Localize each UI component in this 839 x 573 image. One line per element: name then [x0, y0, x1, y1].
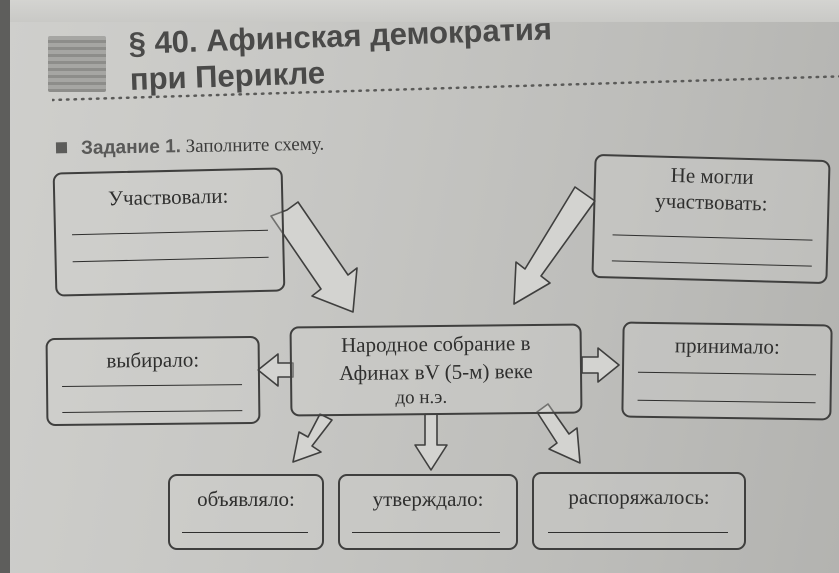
managed-label: распоряжалось:: [568, 485, 710, 509]
could-not-box: Не могли участвовать:: [591, 153, 831, 285]
section-icon: [48, 36, 106, 92]
center-box: Народное собрание в Афинах вV (5-м) веке…: [289, 323, 583, 417]
answer-line[interactable]: [637, 399, 816, 404]
adopted-box: принимало:: [621, 321, 833, 421]
scheme-arrows: [257, 186, 620, 471]
answer-line[interactable]: [548, 532, 728, 533]
arrow-participated: [270, 201, 358, 313]
participated-box: Участвовали:: [52, 167, 286, 297]
answer-line[interactable]: [612, 234, 813, 241]
answer-line[interactable]: [611, 260, 812, 267]
answer-line[interactable]: [182, 532, 308, 533]
managed-box: распоряжалось:: [532, 472, 746, 550]
adopted-label: принимало:: [674, 333, 780, 359]
center-line2: Афинах вV (5-м) веке: [339, 358, 533, 386]
participated-label: Участвовали:: [107, 183, 229, 211]
arrow-declared: [292, 413, 333, 463]
elected-label: выбирало:: [106, 347, 200, 373]
center-line3: до н.э.: [395, 386, 448, 409]
approved-label: утверждало:: [372, 487, 484, 511]
answer-line[interactable]: [62, 384, 243, 387]
page-top-edge: [10, 0, 839, 22]
answer-line[interactable]: [352, 532, 500, 533]
arrow-could-not: [513, 186, 596, 305]
center-line1: Народное собрание в: [340, 331, 531, 357]
could-not-label-line2: участвовать:: [655, 188, 768, 216]
arrow-managed: [536, 403, 581, 464]
dotted-divider: [52, 75, 839, 102]
elected-box: выбирало:: [45, 335, 261, 427]
declared-box: объявляло:: [168, 474, 324, 550]
arrow-adopted: [581, 347, 620, 383]
arrow-elected: [257, 353, 294, 387]
answer-line[interactable]: [72, 229, 268, 236]
textbook-page: § 40. Афинская демократия при Перикле За…: [10, 0, 839, 573]
declared-label: объявляло:: [197, 487, 295, 511]
answer-line[interactable]: [72, 256, 269, 263]
answer-line[interactable]: [637, 371, 816, 376]
approved-box: утверждало:: [338, 474, 518, 550]
arrow-approved: [414, 413, 448, 471]
answer-line[interactable]: [62, 410, 243, 413]
